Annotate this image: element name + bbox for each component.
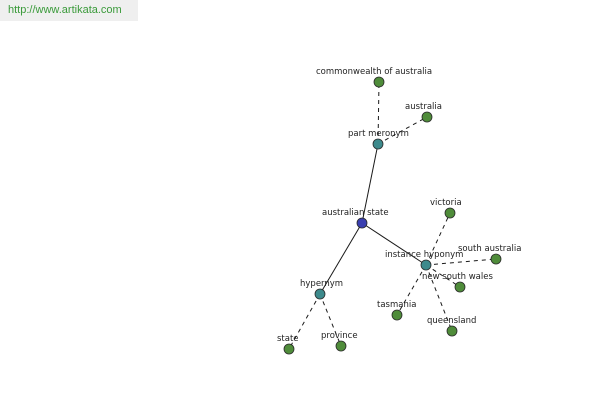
edge-australian-state-to-hypernym (319, 222, 363, 295)
edge-part-meronym-to-commonwealth-of-australia (377, 81, 380, 145)
node-label-australia[interactable]: australia (405, 102, 442, 112)
node-victoria[interactable] (444, 207, 456, 219)
node-south-australia[interactable] (490, 253, 502, 265)
node-label-instance-hyponym[interactable]: instance hyponym (385, 250, 463, 260)
node-label-victoria[interactable]: victoria (430, 198, 462, 208)
graph-nodes (283, 76, 502, 355)
node-australian-state[interactable] (356, 217, 368, 229)
graph-edges (288, 81, 497, 350)
node-instance-hyponym[interactable] (420, 259, 432, 271)
node-hypernym[interactable] (314, 288, 326, 300)
node-province[interactable] (335, 340, 347, 352)
node-label-part-meronym[interactable]: part meronym (348, 129, 409, 139)
edge-instance-hyponym-to-south-australia (425, 258, 497, 266)
node-australia[interactable] (421, 111, 433, 123)
node-label-south-australia[interactable]: south australia (458, 244, 521, 254)
edge-instance-hyponym-to-queensland (425, 264, 453, 332)
edge-hypernym-to-province (319, 293, 342, 347)
edge-instance-hyponym-to-victoria (425, 212, 451, 266)
node-label-commonwealth-of-australia[interactable]: commonwealth of australia (316, 67, 432, 77)
edge-australian-state-to-part-meronym (361, 143, 379, 224)
node-queensland[interactable] (446, 325, 458, 337)
node-state[interactable] (283, 343, 295, 355)
node-label-australian-state[interactable]: australian state (322, 208, 389, 218)
node-tasmania[interactable] (391, 309, 403, 321)
node-part-meronym[interactable] (372, 138, 384, 150)
node-label-province[interactable]: province (321, 331, 358, 341)
node-label-new-south-wales[interactable]: new south wales (422, 272, 493, 282)
node-label-state[interactable]: state (277, 334, 299, 344)
edge-australian-state-to-instance-hyponym (361, 222, 427, 266)
edge-part-meronym-to-australia (377, 116, 428, 145)
node-commonwealth-of-australia[interactable] (373, 76, 385, 88)
node-label-hypernym[interactable]: hypernym (300, 279, 343, 289)
node-label-queensland[interactable]: queensland (427, 316, 476, 326)
node-label-tasmania[interactable]: tasmania (377, 300, 416, 310)
source-url-link[interactable]: http://www.artikata.com (0, 0, 138, 21)
edge-instance-hyponym-to-tasmania (396, 264, 427, 316)
graph-labels: australian state part meronym instance hyp… (277, 67, 521, 344)
edge-hypernym-to-state (288, 293, 321, 350)
edge-instance-hyponym-to-new-south-wales (425, 264, 461, 288)
node-new-south-wales[interactable] (454, 281, 466, 293)
